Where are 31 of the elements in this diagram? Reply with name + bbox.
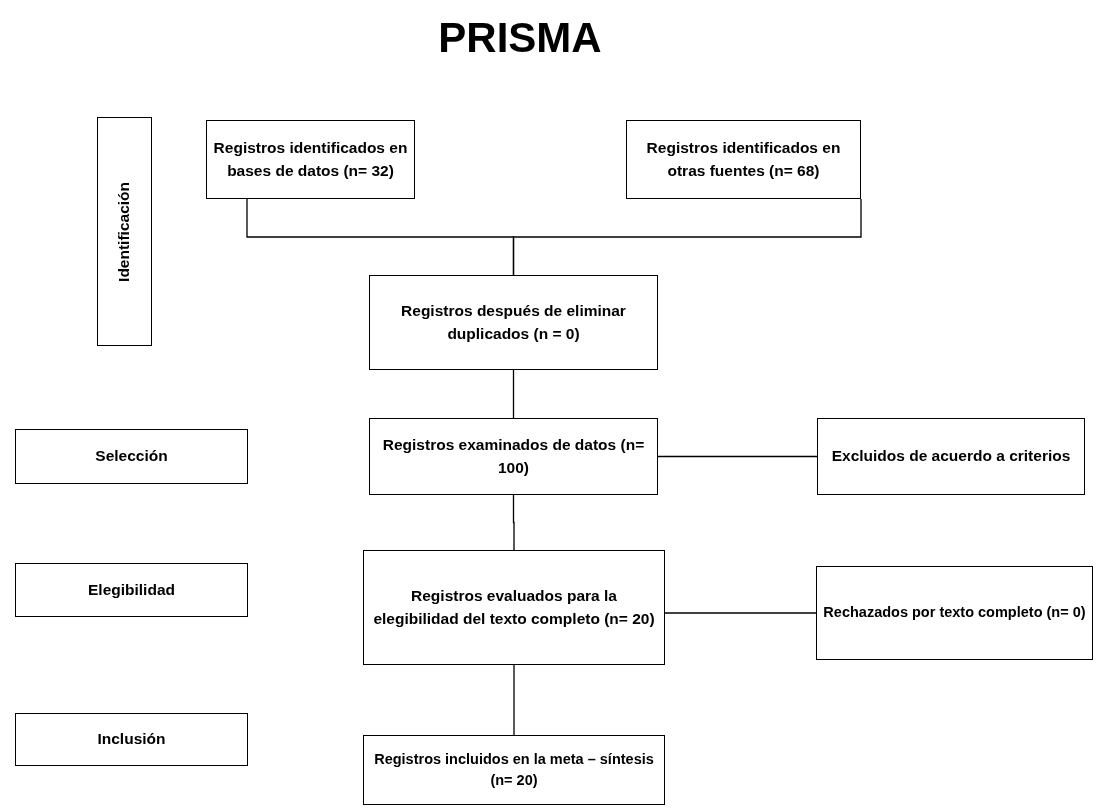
box-text: Rechazados por texto completo (n= 0): [823, 603, 1086, 623]
stage-label-box: [97, 117, 152, 346]
connector-line: [512, 494, 515, 551]
connector-line: [657, 455, 818, 458]
connector-line: [513, 664, 515, 736]
box-text: Registros identificados en otras fuentes (n= 68): [645, 138, 842, 181]
process-box: [15, 713, 248, 766]
process-box: [15, 563, 248, 617]
process-box: [15, 429, 248, 484]
box-text: Registros examinados de datos (n= 100): [381, 435, 646, 478]
box-text: Excluidos de acuerdo a criterios: [831, 446, 1071, 467]
process-box: [817, 418, 1085, 495]
box-text: Selección: [95, 446, 168, 467]
process-box: [369, 418, 658, 495]
connector-line: [512, 198, 862, 276]
box-text: Elegibilidad: [88, 579, 175, 600]
box-text: Registros incluidos en la meta – síntesis (n= 20): [373, 750, 655, 790]
process-box: [816, 566, 1093, 660]
diagram-title: PRISMA: [437, 14, 603, 62]
process-box: [369, 275, 658, 370]
process-box: [626, 120, 861, 199]
connector-line: [512, 369, 515, 419]
box-text: Identificación: [114, 181, 134, 282]
box-text: Registros identificados en bases de datos (n= 32): [212, 138, 409, 181]
box-text: Registros evaluados para la elegibilidad del texto completo (n= 20): [372, 586, 656, 629]
box-text: Inclusión: [97, 729, 166, 750]
box-text: Registros después de eliminar duplicados (n = 0): [400, 301, 627, 344]
connector-line: [664, 612, 817, 614]
process-box: [206, 120, 415, 199]
process-box: [363, 550, 665, 665]
process-box: [363, 735, 665, 805]
